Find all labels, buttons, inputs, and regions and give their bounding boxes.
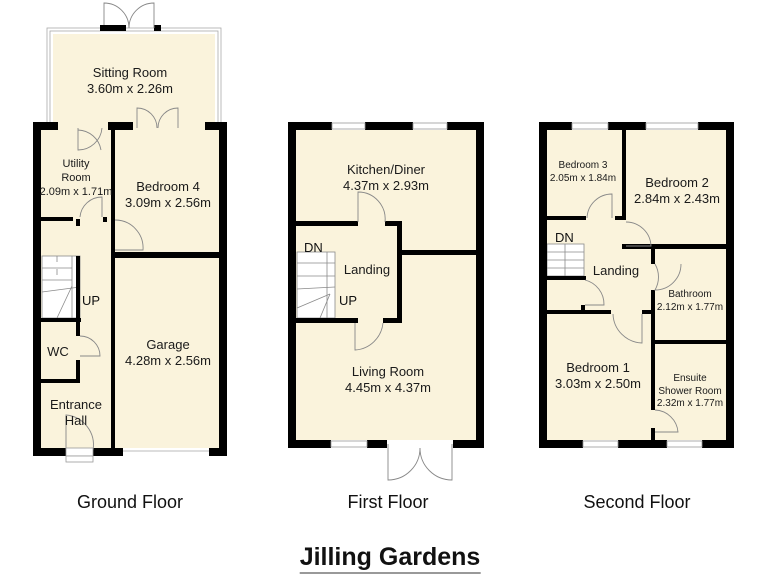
room-size: 4.45m x 4.37m (345, 380, 431, 396)
room-name: WC (47, 344, 69, 359)
second-floor-plan (539, 122, 734, 448)
room-label-bedroom-3: Bedroom 3 2.05m x 1.84m (550, 160, 616, 185)
ground-floor-plan (33, 2, 227, 463)
room-label-landing: Landing (593, 263, 639, 279)
room-size: 2.12m x 1.77m (656, 301, 724, 313)
room-size: 4.28m x 2.56m (125, 353, 211, 369)
property-title: Jilling Gardens (299, 543, 481, 574)
kitchen-window-1 (331, 122, 366, 130)
room-size: 2.32m x 1.77m (656, 398, 724, 409)
room-size: 2.05m x 1.84m (549, 172, 617, 184)
room-name: Bedroom 4 (136, 179, 200, 194)
room-label-kitchen-diner: Kitchen/Diner 4.37m x 2.93m (343, 162, 429, 195)
room-name-2: Shower Room (658, 385, 722, 397)
room-name: Garage (146, 337, 190, 352)
stairs-up-label: UP (82, 293, 101, 308)
first-staircase (296, 251, 336, 319)
room-name: Utility (62, 158, 90, 170)
room-name-2: Hall (64, 413, 88, 429)
room-label-living-room: Living Room 4.45m x 4.37m (345, 364, 431, 397)
room-label-bathroom: Bathroom 2.12m x 1.77m (657, 289, 723, 314)
room-label-bedroom-4: Bedroom 4 3.09m x 2.56m (125, 179, 211, 212)
room-name: Living Room (351, 364, 425, 379)
kitchen-window-2 (412, 122, 448, 130)
room-size: 3.60m x 2.26m (87, 81, 173, 97)
room-label-sitting-room: Sitting Room 3.60m x 2.26m (87, 65, 173, 98)
floor-label-ground: Ground Floor (76, 492, 184, 512)
room-label-landing: Landing (344, 262, 390, 278)
sitting-room (53, 34, 215, 128)
bedroom1-window (582, 440, 619, 448)
room-name: Sitting Room (92, 65, 168, 80)
room-name: Entrance (49, 397, 103, 412)
room-name-2: Room (61, 171, 91, 184)
room-name: Bedroom 1 (566, 360, 630, 375)
ensuite-window (666, 440, 703, 448)
floor-label-second: Second Floor (583, 492, 691, 512)
bedroom2-window (645, 122, 699, 130)
room-size: 2.09m x 1.71m (39, 185, 113, 198)
room-label-utility-room: Utility Room 2.09m x 1.71m (40, 158, 113, 199)
first-floor-plan (288, 122, 484, 481)
room-name: Ensuite (673, 373, 707, 384)
room-label-garage: Garage 4.28m x 2.56m (125, 337, 211, 370)
room-label-entrance-hall: Entrance Hall (50, 397, 102, 430)
floor-label-first: First Floor (347, 492, 429, 512)
room-label-bedroom-1: Bedroom 1 3.03m x 2.50m (555, 360, 641, 393)
bedroom3-window (571, 122, 609, 130)
room-label-ensuite: Ensuite Shower Room 2.32m x 1.77m (657, 373, 723, 411)
room-label-wc: WC (47, 344, 69, 360)
stairs-down-label: DN (304, 240, 323, 255)
room-size: 2.84m x 2.43m (634, 191, 720, 207)
stairs-down-label: DN (555, 230, 574, 245)
ground-staircase (41, 255, 81, 319)
room-name: Landing (592, 263, 640, 278)
room-size: 4.37m x 2.93m (343, 178, 429, 194)
room-size: 3.09m x 2.56m (125, 195, 211, 211)
room-size: 3.03m x 2.50m (555, 376, 641, 392)
room-name: Bathroom (668, 289, 712, 300)
room-name: Kitchen/Diner (346, 162, 426, 177)
living-window (330, 440, 368, 448)
room-name: Landing (343, 262, 391, 277)
room-name: Bedroom 2 (645, 175, 709, 190)
room-name: Bedroom 3 (558, 160, 608, 171)
room-label-bedroom-2: Bedroom 2 2.84m x 2.43m (634, 175, 720, 208)
stairs-up-label: UP (339, 293, 358, 308)
